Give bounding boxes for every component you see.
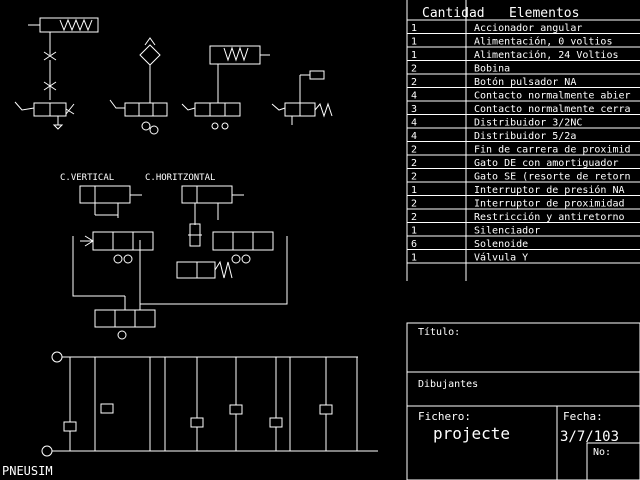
dibujantes-label: Dibujantes (418, 379, 478, 390)
component-double-acting-cylinder (181, 45, 270, 130)
fecha-value: 3/7/103 (560, 429, 619, 445)
component-pressure-valve (109, 37, 168, 135)
bom-row-name: Alimentación, 0 voltios (474, 36, 612, 48)
bom-row-name: Botón pulsador NA (474, 76, 576, 88)
bom-row-qty: 2 (411, 212, 417, 223)
electrical-ladder (41, 351, 378, 457)
bom-row-qty: 2 (411, 172, 417, 183)
app-name: PNEUSIM (2, 464, 53, 478)
bom-row-name: Interruptor de proximidad (474, 199, 625, 210)
bom-row-qty: 6 (411, 239, 417, 250)
bom-row-qty: 1 (411, 50, 417, 61)
bom-row-name: Contacto normalmente abier (474, 91, 631, 102)
bom-row-name: Fin de carrera de proximid (474, 145, 631, 156)
fichero-value: projecte (433, 424, 510, 443)
bom-row-name: Accionador angular (474, 23, 582, 34)
bom-row-qty: 1 (411, 226, 417, 237)
bom-header-qty: Cantidad (422, 6, 485, 21)
bom-row-qty: 2 (411, 158, 417, 169)
no-label: No: (593, 447, 611, 458)
title-block: Título: Dibujantes Fichero: projecte Fec… (406, 322, 640, 480)
bom-row-name: Contacto normalmente cerra (474, 104, 631, 115)
bom-row-qty: 4 (411, 118, 417, 129)
bom-row-name: Gato SE (resorte de retorn (474, 172, 631, 183)
bom-row-name: Gato DE con amortiguador (474, 158, 619, 169)
bom-row-name: Alimentación, 24 Voltios (474, 49, 619, 61)
bom-row-qty: 4 (411, 91, 417, 102)
component-single-acting-cylinder (14, 17, 99, 130)
bom-header-elements: Elementos (509, 6, 579, 21)
pneumatic-circuit: C.VERTICAL C.HORITZONTAL (60, 173, 288, 340)
titulo-label: Título: (418, 326, 460, 338)
fecha-label: Fecha: (563, 410, 603, 423)
bom-row-name: Restricción y antiretorno (474, 211, 625, 223)
bom-row-qty: 4 (411, 131, 417, 142)
bom-row-name: Bobina (474, 64, 510, 75)
bom-row-qty: 1 (411, 253, 417, 264)
fichero-label: Fichero: (418, 410, 471, 423)
bom-row-qty: 3 (411, 104, 417, 115)
bom-row-qty: 2 (411, 77, 417, 88)
bom-row-qty: 1 (411, 185, 417, 196)
bom-row-name: Distribuidor 5/2a (474, 131, 576, 142)
bom-row-name: Solenoide (474, 239, 528, 250)
bom-row-name: Interruptor de presión NA (474, 184, 625, 196)
bom-row-name: Distribuidor 3/2NC (474, 118, 582, 129)
bom-row-qty: 2 (411, 64, 417, 75)
cyl-horizontal-label: C.HORITZONTAL (145, 173, 215, 183)
component-pushbutton-valve (271, 70, 333, 125)
bom-row-qty: 1 (411, 37, 417, 48)
bom-row-qty: 2 (411, 145, 417, 156)
bom-row-qty: 2 (411, 199, 417, 210)
bom-row-name: Silenciador (474, 226, 540, 237)
bom-row-name: Válvula Y (474, 252, 528, 264)
bom-row-qty: 1 (411, 23, 417, 34)
cyl-vertical-label: C.VERTICAL (60, 173, 114, 183)
